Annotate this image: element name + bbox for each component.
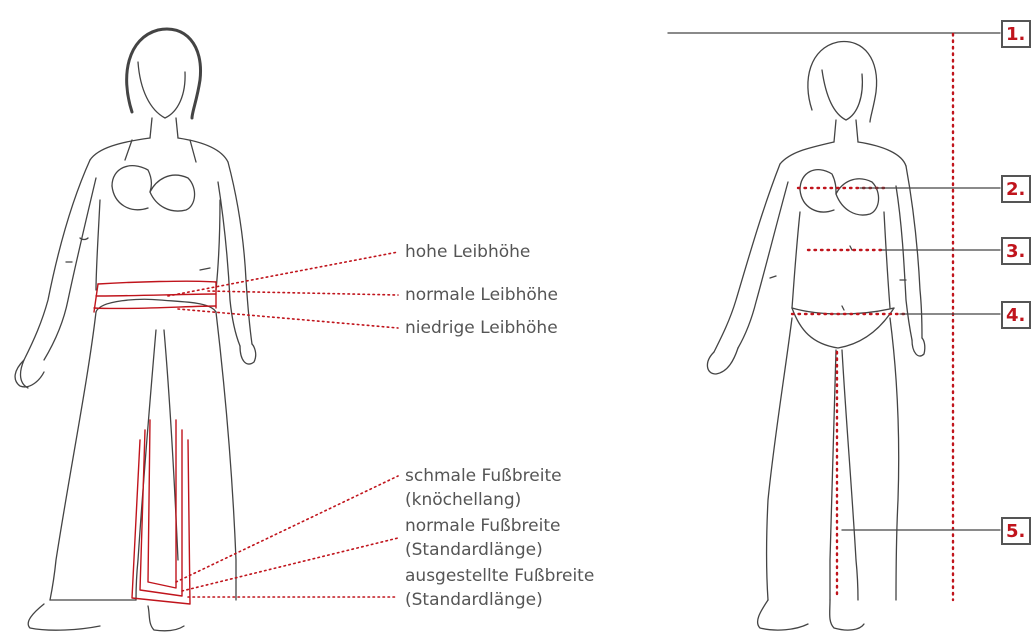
marker-4-text: 4. xyxy=(1006,305,1025,327)
marker-5: 5. xyxy=(1001,517,1031,545)
marker-leaders xyxy=(842,33,1000,530)
marker-2-text: 2. xyxy=(1006,179,1025,201)
marker-3-text: 3. xyxy=(1006,241,1025,263)
label-normal-hem-note: (Standardlänge) xyxy=(405,540,543,560)
marker-2: 2. xyxy=(1001,175,1031,203)
marker-3: 3. xyxy=(1001,237,1031,265)
label-high-rise: hohe Leibhöhe xyxy=(405,242,530,262)
label-narrow-hem-note: (knöchellang) xyxy=(405,490,521,510)
label-narrow-hem: schmale Fußbreite xyxy=(405,466,562,486)
waistband-lines xyxy=(94,281,216,312)
label-flared-hem: ausgestellte Fußbreite xyxy=(405,566,594,586)
label-normal-rise: normale Leibhöhe xyxy=(405,285,558,305)
label-normal-hem: normale Fußbreite xyxy=(405,516,560,536)
marker-1: 1. xyxy=(1001,20,1031,48)
marker-5-text: 5. xyxy=(1006,521,1025,543)
right-figure xyxy=(668,33,955,630)
label-low-rise: niedrige Leibhöhe xyxy=(405,318,558,338)
hem-lines xyxy=(132,420,190,604)
label-flared-hem-note: (Standardlänge) xyxy=(405,590,543,610)
right-measure-lines xyxy=(792,34,953,600)
marker-1-text: 1. xyxy=(1006,24,1025,46)
marker-4: 4. xyxy=(1001,301,1031,329)
